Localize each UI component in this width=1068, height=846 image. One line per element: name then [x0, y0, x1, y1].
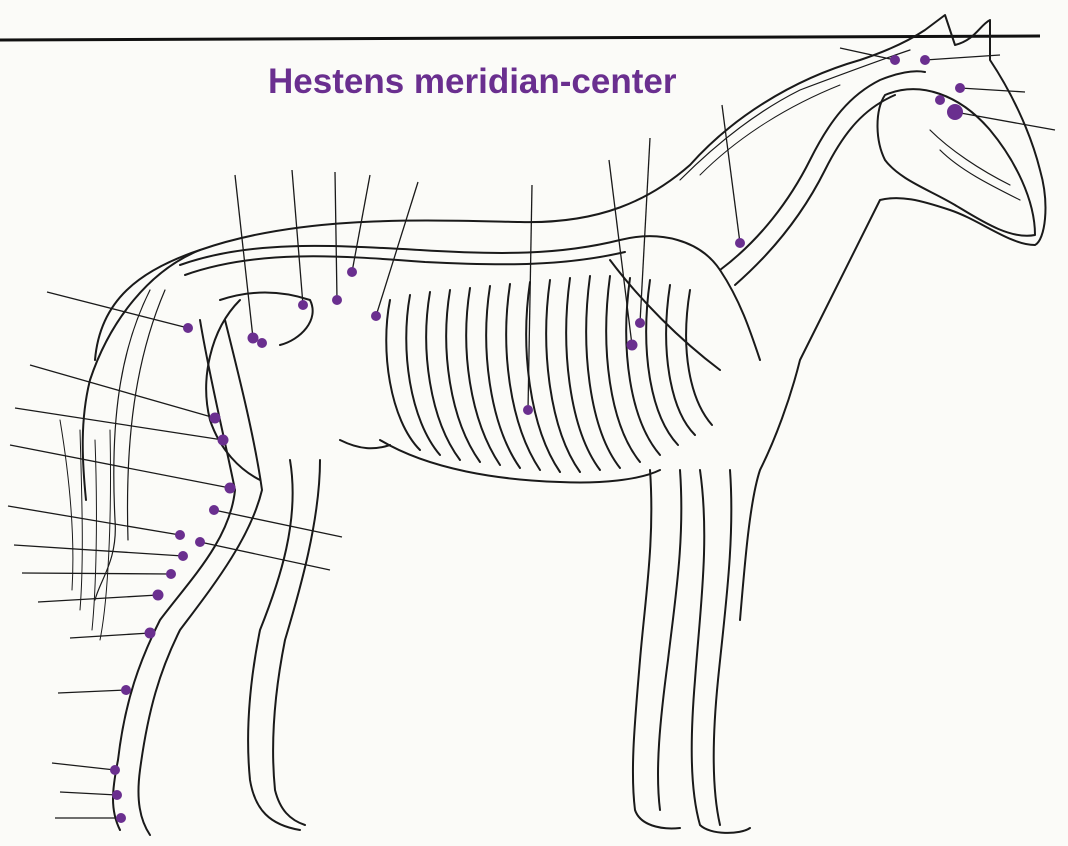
meridian-point-marker	[166, 569, 176, 579]
meridian-point-marker	[935, 95, 945, 105]
meridian-point-marker	[210, 413, 221, 424]
meridian-point-marker	[298, 300, 308, 310]
meridian-point-marker	[890, 55, 900, 65]
top-rule	[0, 36, 1040, 40]
meridian-point-marker	[523, 405, 533, 415]
page-title: Hestens meridian-center	[268, 62, 676, 102]
horse-outline	[95, 15, 1045, 620]
belly-outline	[380, 440, 660, 483]
meridian-point-marker	[116, 813, 126, 823]
meridian-points	[110, 55, 965, 823]
leader-lines	[8, 48, 1055, 818]
meridian-point-marker	[332, 295, 342, 305]
meridian-point-marker	[145, 628, 156, 639]
meridian-point-marker	[920, 55, 930, 65]
meridian-point-marker	[947, 104, 963, 120]
meridian-point-marker	[195, 537, 205, 547]
meridian-point-marker	[178, 551, 188, 561]
meridian-point-marker	[183, 323, 193, 333]
meridian-point-marker	[627, 340, 638, 351]
ribcage	[386, 276, 712, 472]
meridian-point-marker	[371, 311, 381, 321]
meridian-point-marker	[347, 267, 357, 277]
meridian-point-marker	[635, 318, 645, 328]
meridian-point-marker	[218, 435, 229, 446]
front-leg-bones	[633, 470, 680, 828]
meridian-point-marker	[257, 338, 267, 348]
meridian-point-marker	[112, 790, 122, 800]
meridian-point-marker	[121, 685, 131, 695]
meridian-point-marker	[175, 530, 185, 540]
meridian-point-marker	[110, 765, 120, 775]
meridian-point-marker	[225, 483, 236, 494]
meridian-point-marker	[248, 333, 259, 344]
meridian-point-marker	[735, 238, 745, 248]
meridian-point-marker	[955, 83, 965, 93]
meridian-point-marker	[153, 590, 164, 601]
meridian-point-marker	[209, 505, 219, 515]
